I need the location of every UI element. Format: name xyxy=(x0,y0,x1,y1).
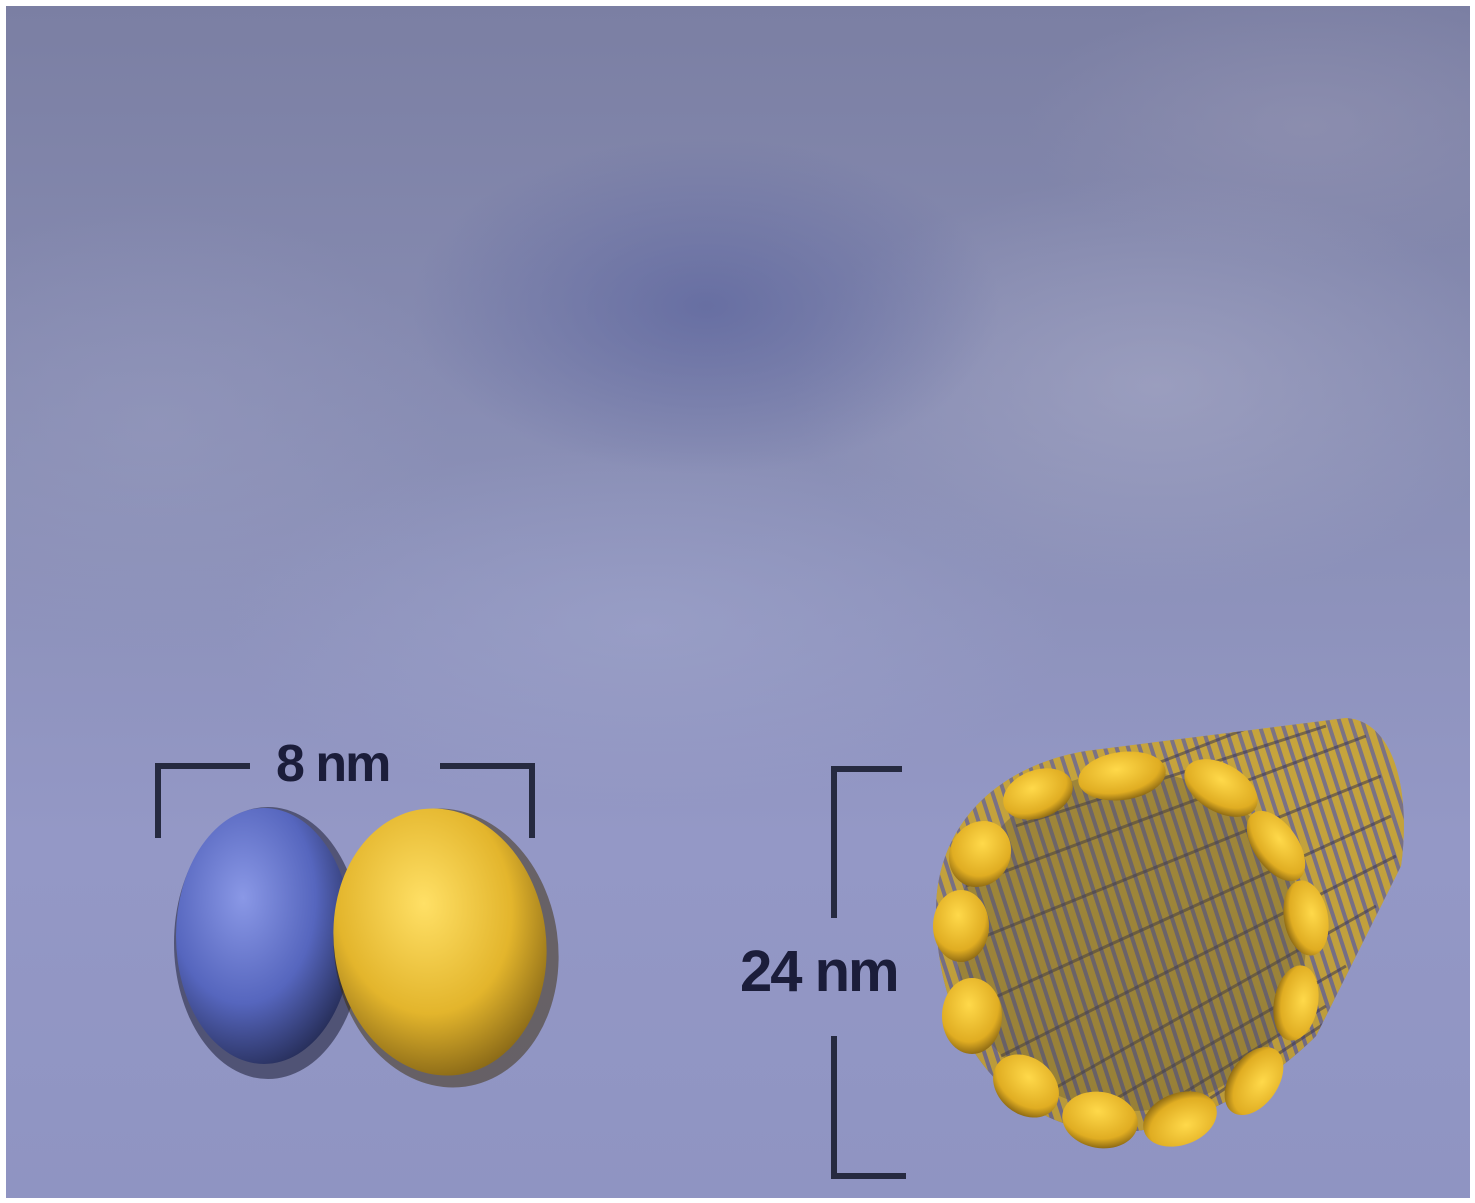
microtubule-cylinder-illustration xyxy=(906,696,1426,1166)
alpha-tubulin-subunit xyxy=(176,808,352,1064)
illustration-canvas: 8 nm 24 nm xyxy=(6,6,1470,1198)
dimer-size-label: 8 nm xyxy=(276,734,389,794)
tubulin-dimer-illustration xyxy=(174,794,576,1102)
illustration-svg xyxy=(6,6,1470,1198)
microtubule-size-label: 24 nm xyxy=(740,938,898,1005)
